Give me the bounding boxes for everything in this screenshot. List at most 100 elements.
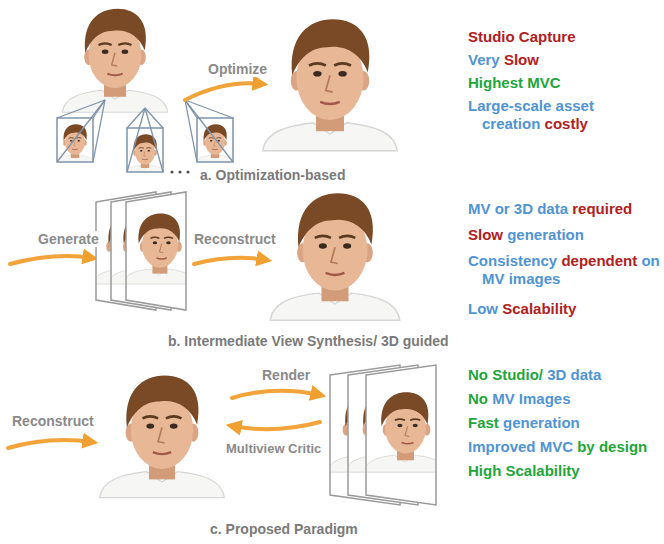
arrow-label: Reconstruct [194, 231, 276, 247]
property-text: by design [577, 438, 647, 455]
panel-caption: b. Intermediate View Synthesis/ 3D guide… [168, 333, 449, 349]
property-text: Slow [504, 51, 539, 68]
property-text: dependent [561, 252, 637, 269]
brows [139, 147, 152, 149]
eye [148, 150, 151, 152]
property-text: 3D data [547, 366, 601, 383]
mouth [212, 149, 218, 151]
mouth [326, 273, 345, 275]
eye [102, 50, 109, 54]
brows [150, 237, 173, 238]
ellipsis-dot [186, 170, 189, 173]
property-text: Consistency [468, 252, 557, 269]
text-line: Consistencydependenton MV images [468, 252, 642, 288]
text-line: No Studio/3D data [468, 366, 601, 384]
property-text: required [572, 200, 632, 217]
brows [395, 419, 421, 420]
mouth [153, 452, 171, 454]
camera-frustum [185, 100, 235, 164]
property-text: Improved MVC [468, 438, 573, 455]
arrow-label: Generate [38, 231, 99, 247]
text-line: Reconstruct [194, 230, 276, 248]
eye [122, 50, 129, 54]
hair [298, 193, 373, 247]
flow-arrow [194, 258, 266, 264]
nose [74, 141, 76, 146]
arrow-label: Render [262, 367, 310, 383]
face-figure [125, 134, 165, 173]
camera-frustum [125, 108, 165, 174]
face-figure [123, 214, 195, 285]
brows [143, 416, 182, 418]
property-text: High Scalability [468, 462, 580, 479]
eye [210, 140, 213, 142]
panel-caption: a. Optimization-based [200, 167, 345, 183]
text-line: NoMV Images [468, 390, 571, 408]
brows [99, 43, 132, 45]
flow-arrow [8, 440, 92, 448]
text-line: Improved MVCby design [468, 438, 647, 456]
property-text: generation [507, 226, 584, 243]
eye [166, 241, 171, 244]
property-text: Fast [468, 414, 499, 431]
nose [112, 53, 118, 66]
eye [78, 140, 81, 142]
ellipsis-dot [178, 170, 181, 173]
mouth [72, 149, 78, 151]
text-line: Fastgeneration [468, 414, 580, 432]
eye [170, 424, 178, 429]
eye [413, 424, 418, 427]
arrow-label: Reconstruct [12, 413, 94, 429]
property-text: Highest MVC [468, 74, 561, 91]
text-line: a. Optimization-based [200, 166, 345, 184]
eye [343, 243, 351, 248]
text-line: b. Intermediate View Synthesis/ 3D guide… [168, 332, 449, 350]
view-frame [123, 192, 195, 310]
flow-arrow [10, 256, 92, 264]
brows [309, 63, 351, 65]
nose [326, 75, 333, 92]
text-line: Multiview Critic [226, 440, 321, 458]
property-text: Scalability [502, 300, 576, 317]
flow-arrow [232, 391, 320, 398]
mouth [142, 159, 148, 161]
flow-arrow [232, 422, 320, 429]
hair [381, 392, 428, 426]
eye [313, 71, 321, 77]
eye [70, 140, 73, 142]
face-figure [62, 9, 168, 112]
text-line: Optimize [208, 60, 267, 78]
text-line: Slowgeneration [468, 226, 584, 244]
property-text: MV or 3D data [468, 200, 568, 217]
face-figure [364, 392, 446, 472]
nose [405, 426, 409, 436]
text-line: VerySlow [468, 51, 539, 69]
flow-arrow [185, 83, 262, 100]
brows [315, 236, 356, 238]
hair [292, 19, 370, 75]
face-figure [270, 193, 400, 320]
nose [158, 427, 165, 443]
view-frame [364, 365, 446, 505]
mouth [320, 102, 340, 104]
property-text: Very [468, 51, 500, 68]
property-text: Low [468, 300, 498, 317]
nose [331, 247, 338, 263]
text-line: Reconstruct [12, 412, 94, 430]
hair [126, 375, 198, 427]
camera-frustum [55, 100, 105, 164]
ellipsis-dot [170, 170, 173, 173]
property-text: Studio Capture [468, 28, 576, 45]
property-text: No Studio/ [468, 366, 543, 383]
property-text: Slow [468, 226, 503, 243]
eye [140, 150, 143, 152]
eye [338, 71, 346, 77]
eye [218, 140, 221, 142]
face-figure [100, 375, 225, 497]
property-text: MV Images [492, 390, 570, 407]
text-line: Studio Capture [468, 28, 576, 46]
property-text: costly [545, 115, 588, 132]
mouth [107, 74, 122, 76]
mouth [156, 258, 167, 259]
